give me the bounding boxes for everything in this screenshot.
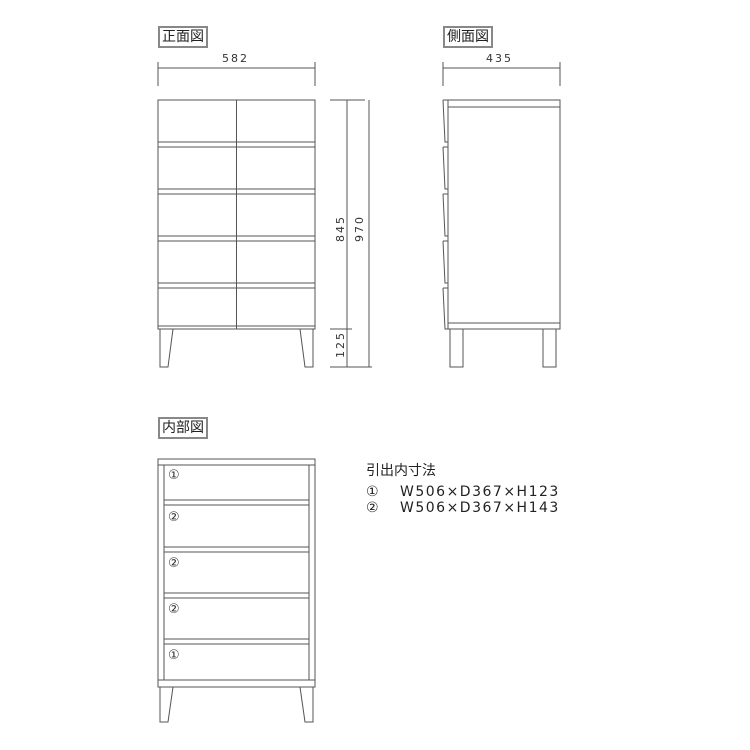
spec-dimensions: W506×D367×H143 xyxy=(400,500,560,516)
drawer-marker: ① xyxy=(168,468,180,483)
front-view-title: 正面図 xyxy=(158,26,208,48)
spec-dimensions: W506×D367×H123 xyxy=(400,484,560,500)
drawer-spec-row-2: ② W506×D367×H143 xyxy=(366,500,560,516)
drawer-marker: ① xyxy=(168,648,180,663)
drawer-marker: ② xyxy=(168,510,180,525)
spec-marker: ① xyxy=(366,484,381,500)
drawer-specs-heading: 引出内寸法 xyxy=(366,463,436,479)
drawer-spec-row-1: ① W506×D367×H123 xyxy=(366,484,560,500)
spec-marker: ② xyxy=(366,500,381,516)
front-width-dimension: 582 xyxy=(222,52,249,65)
side-view-title: 側面図 xyxy=(443,26,493,48)
drawer-marker: ② xyxy=(168,556,180,571)
interior-view-title: 内部図 xyxy=(158,417,208,439)
side-depth-dimension: 435 xyxy=(486,52,513,65)
drawer-marker: ② xyxy=(168,602,180,617)
